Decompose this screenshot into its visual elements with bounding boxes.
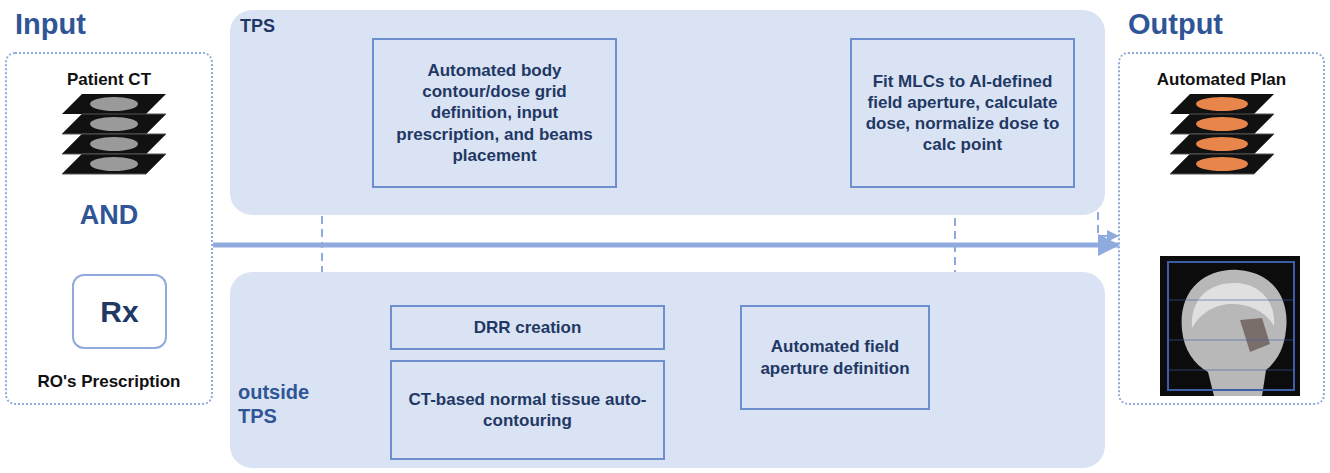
input-panel: InputPatient CTANDRO's PrescriptionRx [5,52,213,405]
image-caption: Patient CT [7,70,211,90]
process-box: Automated field aperture definition [740,305,930,410]
drr-head-image [1160,256,1300,396]
process-box: Fit MLCs to AI-defined field aperture, c… [850,38,1075,188]
tps-panel: TPS Automated body contour/dose grid defi… [230,10,1105,215]
box-label: CT-based normal tissue auto-contouring [400,389,655,432]
process-box: DRR creation [390,305,665,350]
panel-label: outside TPS [238,380,318,428]
and-label: AND [7,200,211,231]
ct-stack [62,94,166,174]
box-label: Rx [100,295,138,329]
box-label: DRR creation [474,317,582,338]
prescription-box: Rx [72,274,167,349]
process-box: Automated body contour/dose grid definit… [372,38,617,188]
box-label: Automated field aperture definition [750,336,920,379]
image-caption: RO's Prescription [7,372,211,392]
plan-stack [1170,94,1274,174]
box-label: Automated body contour/dose grid definit… [382,60,607,166]
main-flow-arrow [213,243,1118,248]
panel-heading: Input [15,8,205,41]
image-caption: Automated Plan [1120,70,1323,90]
outside-tps-panel: outside TPS DRR creationCT-based normal t… [230,272,1105,468]
panel-label: TPS [240,16,320,37]
output-panel: OutputAutomated Plan [1118,52,1325,405]
process-box: CT-based normal tissue auto-contouring [390,360,665,460]
box-label: Fit MLCs to AI-defined field aperture, c… [860,71,1065,156]
panel-heading: Output [1128,8,1318,41]
